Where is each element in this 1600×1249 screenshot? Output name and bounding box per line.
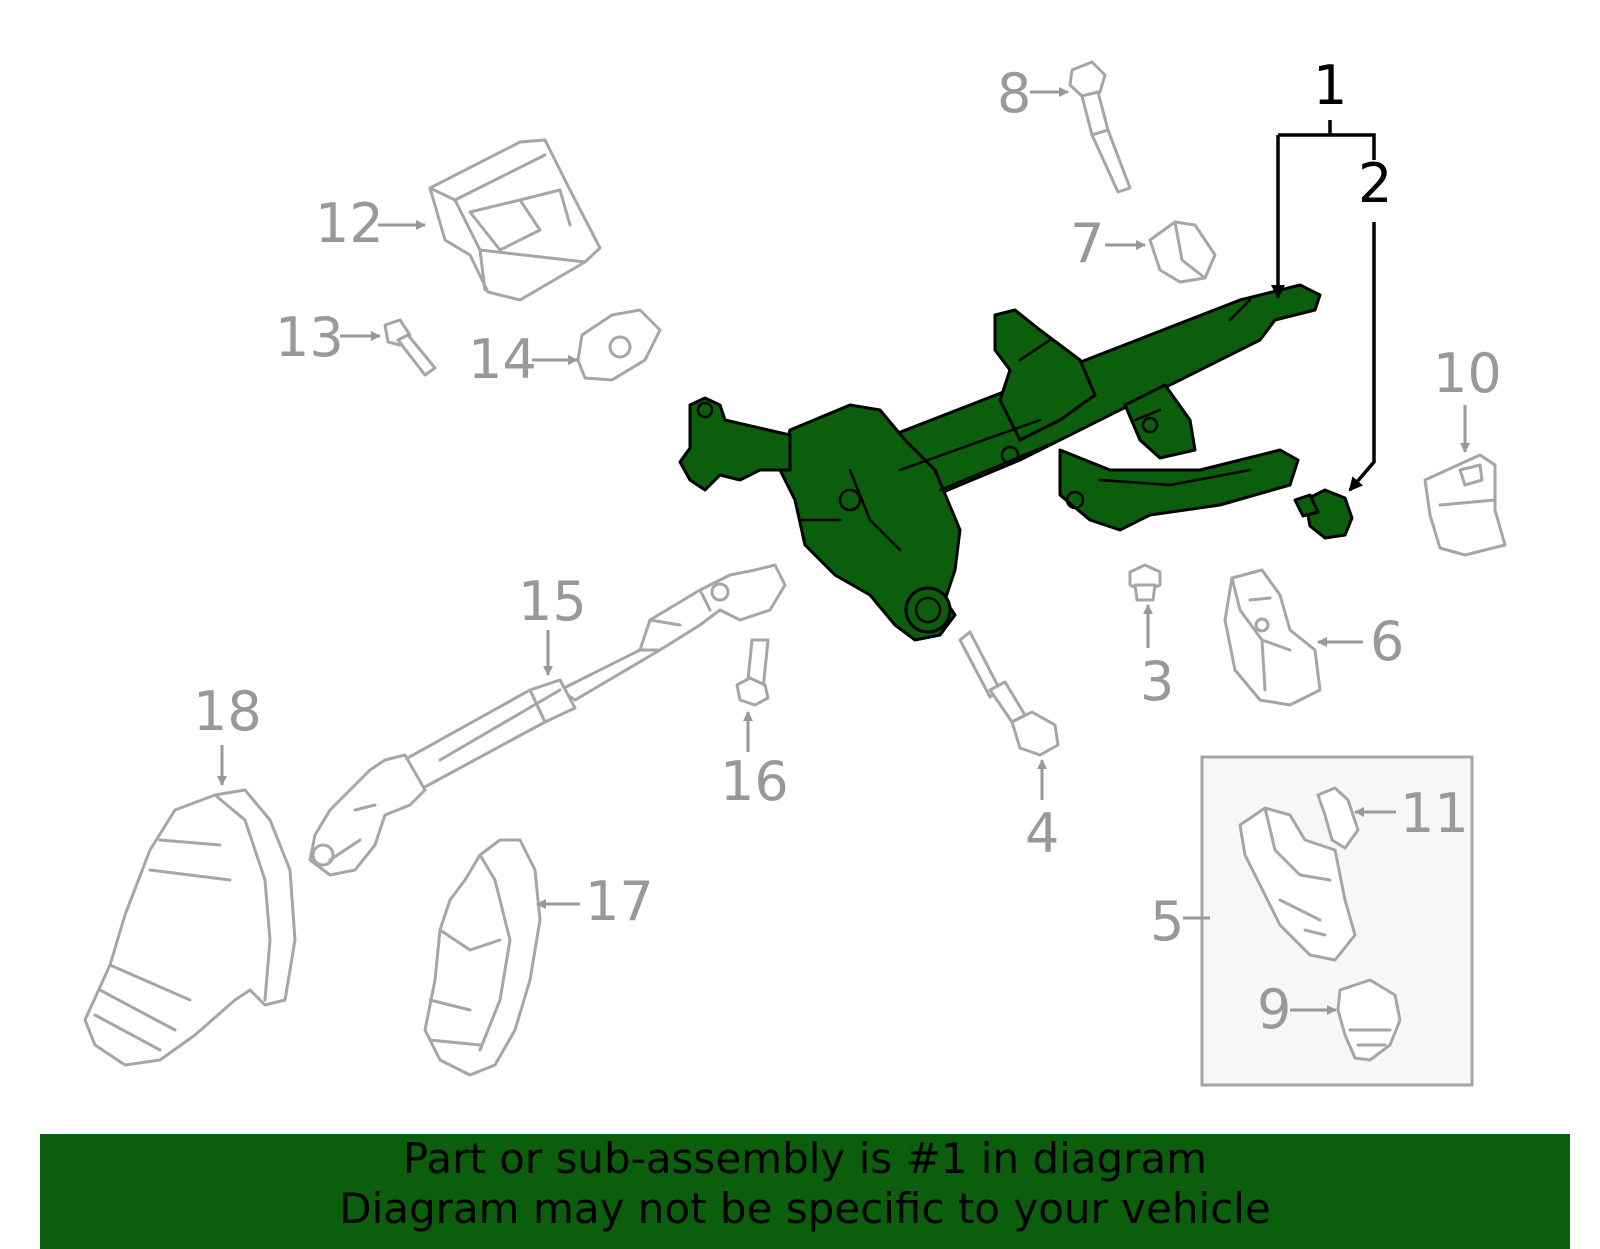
part-4-bolt — [958, 630, 1060, 757]
part-5-switch — [1238, 806, 1357, 962]
callout-10[interactable]: 10 — [1433, 342, 1502, 405]
callout-11[interactable]: 11 — [1400, 782, 1469, 845]
part-13-bolt — [383, 318, 437, 377]
callout-16[interactable]: 16 — [720, 750, 789, 813]
callout-17[interactable]: 17 — [585, 870, 654, 933]
callout-9[interactable]: 9 — [1257, 978, 1291, 1041]
part-14-ring — [576, 308, 662, 382]
part-16-bolt — [735, 638, 770, 707]
part-9-connector — [1336, 978, 1402, 1062]
callout-5[interactable]: 5 — [1150, 890, 1184, 953]
part-6-mount — [1223, 568, 1322, 707]
callout-6[interactable]: 6 — [1370, 610, 1404, 673]
callout-3[interactable]: 3 — [1140, 650, 1174, 713]
part-18-boot — [83, 788, 297, 1067]
callout-2[interactable]: 2 — [1358, 152, 1392, 215]
callout-1[interactable]: 1 — [1313, 54, 1347, 117]
part-1-steering-column-assembly[interactable] — [678, 283, 1322, 642]
callout-14[interactable]: 14 — [468, 328, 537, 391]
part-3-nut — [1128, 563, 1162, 602]
part-11-clip — [1316, 786, 1360, 850]
banner-line-1: Part or sub-assembly is #1 in diagram — [402, 1134, 1208, 1183]
callout-4[interactable]: 4 — [1025, 802, 1059, 865]
callout-13[interactable]: 13 — [275, 306, 344, 369]
disclaimer-banner: Part or sub-assembly is #1 in diagram Di… — [40, 1134, 1570, 1249]
callout-7[interactable]: 7 — [1070, 212, 1104, 275]
part-10-bracket — [1423, 453, 1507, 557]
part-17-cover — [423, 838, 542, 1077]
callout-18[interactable]: 18 — [193, 680, 262, 743]
part-7-clip — [1148, 220, 1217, 284]
part-2-cap[interactable] — [1293, 488, 1354, 540]
callout-8[interactable]: 8 — [997, 62, 1031, 125]
callout-12[interactable]: 12 — [315, 192, 384, 255]
callout-15[interactable]: 15 — [518, 570, 587, 633]
part-12-lock-module — [428, 138, 602, 302]
banner-line-2: Diagram may not be specific to your vehi… — [339, 1184, 1271, 1233]
part-8-bolt — [1068, 60, 1132, 194]
part-15-intermediate-shaft — [308, 563, 787, 877]
